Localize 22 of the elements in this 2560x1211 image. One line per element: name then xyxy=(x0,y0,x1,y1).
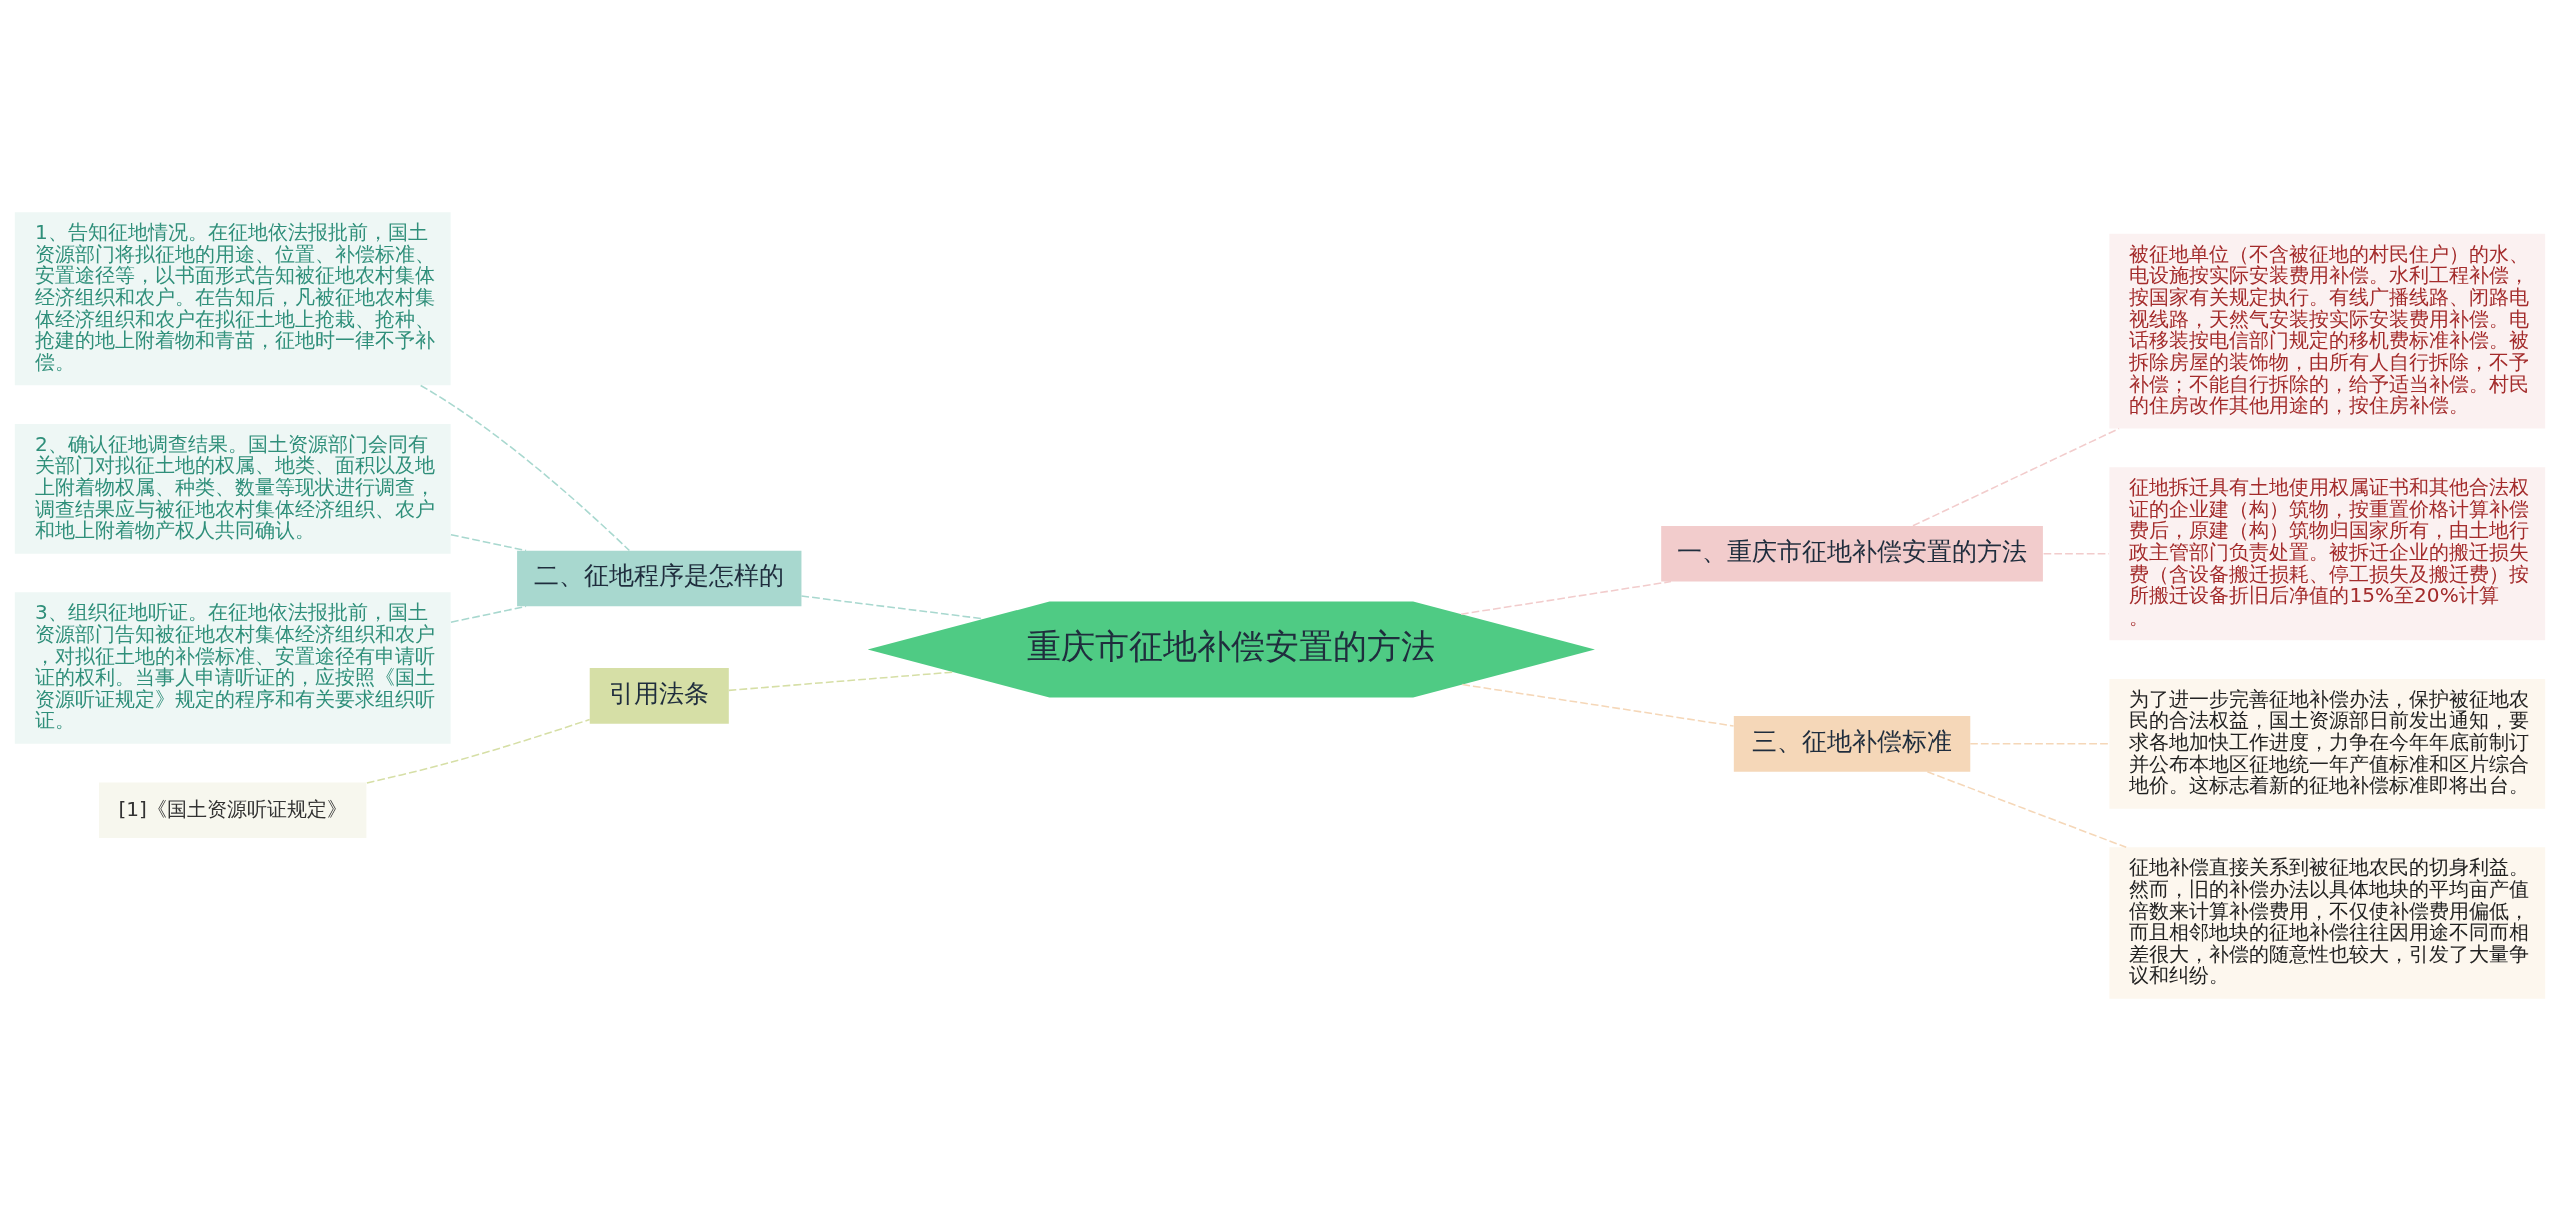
node-box: 1、告知征地情况。在征地依法报批前，国土资源部门将拟征地的用途、位置、补偿标准、安置途径等，以书面形式告知被征地农村集体经济组织和农户。在告知后，凡被征地农村集体经济组织和农户在拟征土地上抢栽、抢种、抢建的地上附着物和青苗，征地时一律不予补偿。 xyxy=(14,212,451,386)
node-box: 引用法条 xyxy=(589,668,729,724)
connector xyxy=(419,384,631,552)
connector xyxy=(1969,743,2110,745)
connector xyxy=(366,718,591,784)
node-box: 为了进一步完善征地补偿办法，保护被征地农民的合法权益，国土资源部日前发出通知，要求各地加快工作进度，力争在今年年底前制订并公布本地区征地统一年产值标准和区片综合地价。这标志着新的征地补偿标准即将出台。 xyxy=(2109,678,2546,809)
node-box: 3、组织征地听证。在征地依法报批前，国土资源部门告知被征地农村集体经济组织和农户，对拟征土地的补偿标准、安置途径有申请听证的权利。当事人申请听证的，应按照《国土资源听证规定》规定的程序和有关要求组织听证。 xyxy=(14,592,451,744)
node-box: 征地拆迁具有土地使用权属证书和其他合法权证的企业建（构）筑物，按重置价格计算补偿费后，原建（构）筑物归国家所有，由土地行政主管部门负责处置。被拆迁企业的搬迁损失费（含设备搬迁损耗、停工损失及搬迁费）按所搬迁设备折旧后净值的15%至20%计算。 xyxy=(2109,467,2546,641)
node-box: [1]《国土资源听证规定》 xyxy=(99,782,367,839)
node-box: 征地补偿直接关系到被征地农民的切身利益。然而，旧的补偿办法以具体地块的平均亩产值倍数来计算补偿费用，不仅使补偿费用偏低，而且相邻地块的征地补偿往往因用途不同而相差很大，补偿的随意性也较大，引发了大量争议和纠纷。 xyxy=(2109,847,2546,999)
node-box: 三、征地补偿标准 xyxy=(1733,716,1971,772)
connector xyxy=(1912,427,2120,527)
node-box: 2、确认征地调查结果。国土资源部门会同有关部门对拟征土地的权属、地类、面积以及地上附着物权属、种类、数量等现状进行调查，调查结果应与被征地农村集体经济组织、农户和地上附着物产权人共同确认。 xyxy=(14,423,451,554)
node-box: 被征地单位（不含被征地的村民住户）的水、电设施按实际安装费用补偿。水利工程补偿，按国家有关规定执行。有线广播线路、闭路电视线路，天然气安装按实际安装费用补偿。电话移装按电信部门规定的移机费标准补偿。被拆除房屋的装饰物，由所有人自行拆除，不予补偿；不能自行拆除的，给予适当补偿。村民的住房改作其他用途的，按住房补偿。 xyxy=(2109,233,2546,429)
connector xyxy=(1460,580,1672,615)
connector xyxy=(728,671,954,692)
node-box: 二、征地程序是怎样的 xyxy=(517,550,802,607)
connector xyxy=(450,533,527,552)
connector xyxy=(1461,683,1735,727)
node-box: 一、重庆市征地补偿安置的方法 xyxy=(1661,525,2043,582)
connector xyxy=(1926,771,2127,849)
connector xyxy=(450,605,527,623)
